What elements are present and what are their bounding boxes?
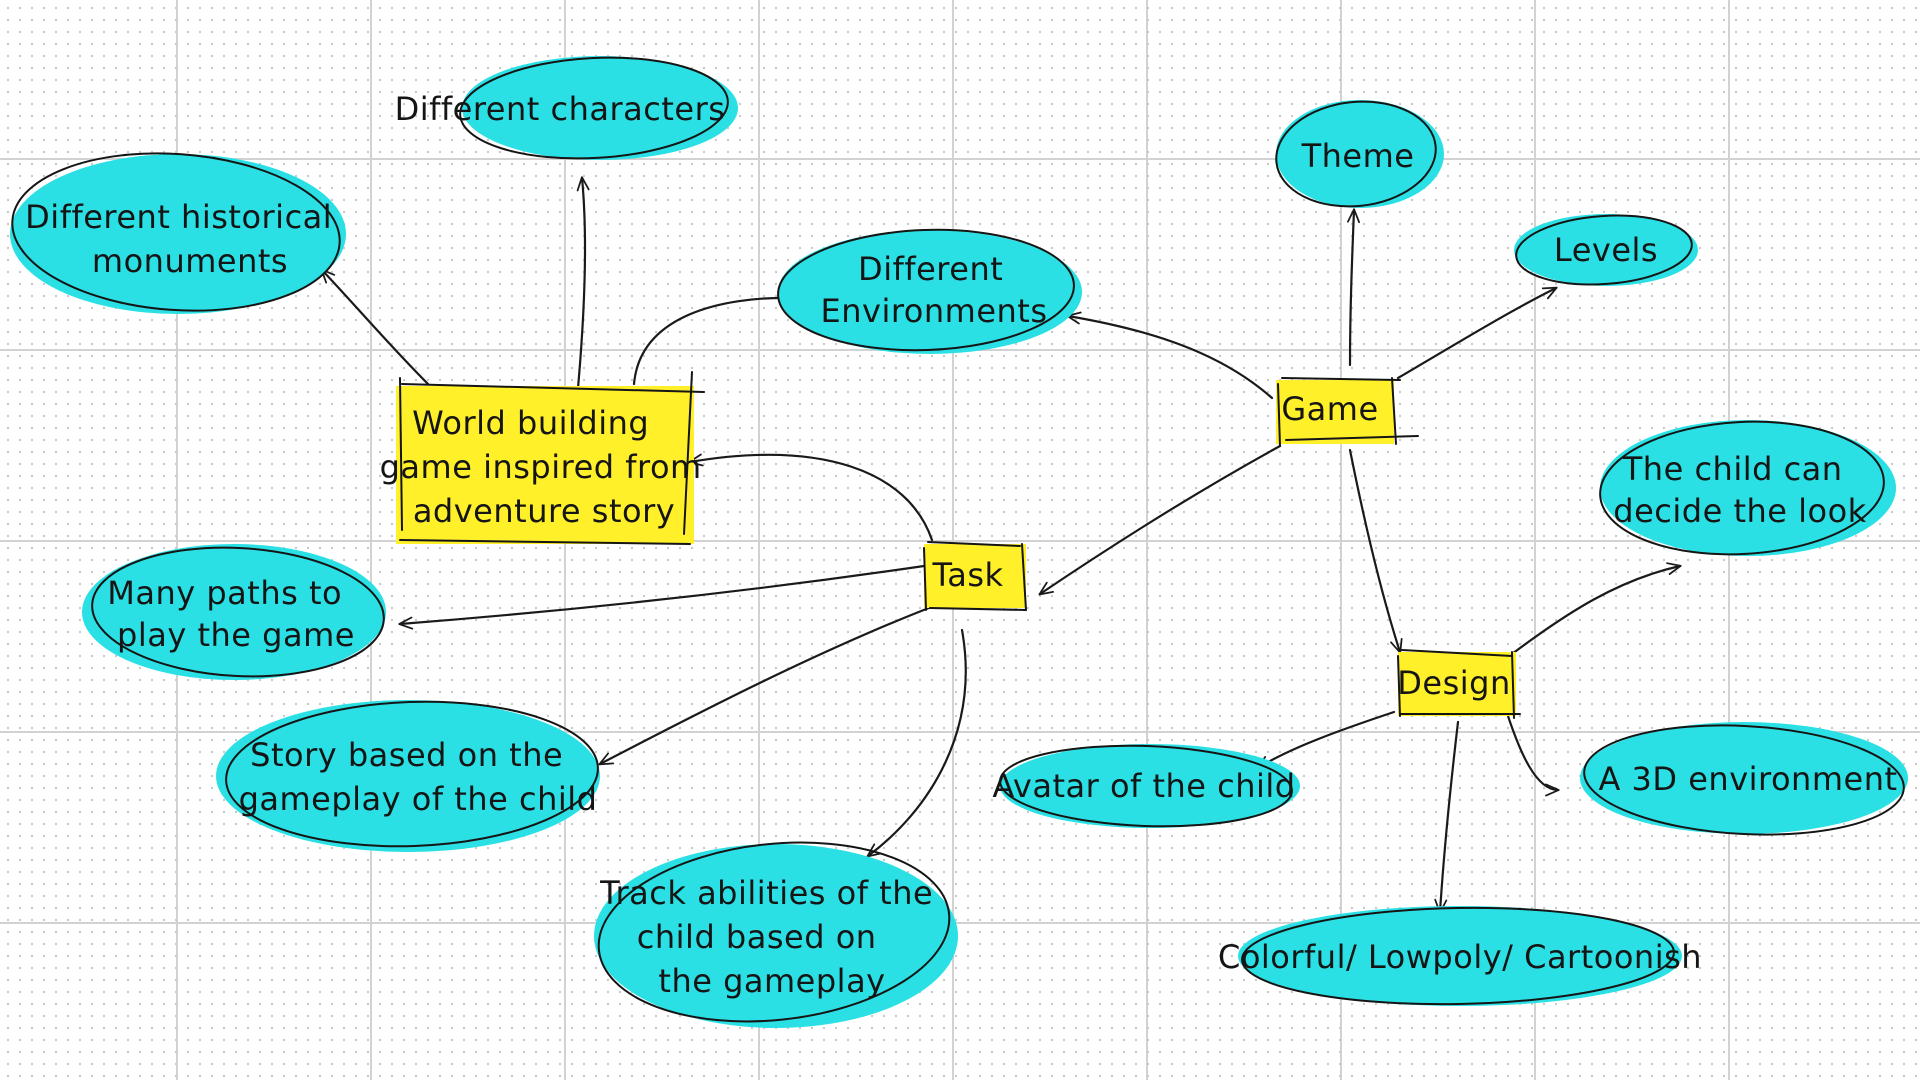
bubble-label: Theme xyxy=(1301,137,1415,175)
bubble-label: Different Environments xyxy=(821,250,1048,330)
bubble-label: Levels xyxy=(1554,231,1658,269)
hub-game-note: Game xyxy=(1276,377,1419,447)
bubble-story-based: Story based on the gameplay of the child xyxy=(216,700,600,852)
edge-task-to-story xyxy=(598,604,936,766)
bubble-different-characters: Different characters xyxy=(395,56,738,160)
hub-design-note: Design xyxy=(1397,649,1521,719)
bubble-label: The child can decide the look xyxy=(1613,450,1866,530)
bubble-label: Many paths to play the game xyxy=(107,574,355,654)
edge-design-to-avatar xyxy=(1256,710,1396,770)
bubble-label: Track abilities of the child based on th… xyxy=(599,874,944,1000)
hub-game-label: Game xyxy=(1281,390,1378,428)
bubble-child-decide-look: The child can decide the look xyxy=(1599,420,1896,556)
connectors xyxy=(320,176,1682,914)
edge-game-to-task xyxy=(1038,444,1282,596)
hub-design-label: Design xyxy=(1397,664,1510,702)
edge-task-to-track xyxy=(866,628,967,858)
hub-task-note: Task xyxy=(923,541,1027,611)
bubble-colorful-lowpoly: Colorful/ Lowpoly/ Cartoonish xyxy=(1218,906,1702,1006)
bubble-label: Different historical monuments xyxy=(25,198,343,280)
bubble-many-paths: Many paths to play the game xyxy=(82,544,386,680)
edge-design-to-look xyxy=(1510,562,1682,656)
edge-center-to-monuments xyxy=(320,268,430,386)
bubble-levels: Levels xyxy=(1514,214,1698,286)
edge-game-to-environments xyxy=(1066,311,1274,400)
bubble-different-environments: Different Environments xyxy=(777,228,1082,354)
edge-center-to-characters xyxy=(576,176,590,390)
bubble-label: Colorful/ Lowpoly/ Cartoonish xyxy=(1218,938,1702,976)
bubble-track-abilities: Track abilities of the child based on th… xyxy=(594,841,958,1028)
edge-game-to-theme xyxy=(1347,208,1360,367)
edge-game-to-design xyxy=(1348,448,1403,654)
bubble-different-historical-monuments: Different historical monuments xyxy=(10,152,346,314)
hub-task-label: Task xyxy=(931,556,1003,594)
center-topic-note: World building game inspired from advent… xyxy=(380,371,713,545)
edge-game-to-levels xyxy=(1396,286,1558,380)
bubble-avatar: Avatar of the child xyxy=(992,744,1300,828)
bubble-3d-environment: A 3D environment xyxy=(1580,722,1908,836)
bubble-theme: Theme xyxy=(1275,100,1444,208)
edge-design-to-env3d xyxy=(1506,714,1560,797)
bubble-label: Different characters xyxy=(395,90,726,128)
edge-design-to-style xyxy=(1434,720,1460,914)
center-topic-label: World building game inspired from advent… xyxy=(380,404,713,530)
bubble-label: Avatar of the child xyxy=(992,767,1295,805)
bubble-label: A 3D environment xyxy=(1598,760,1897,798)
edge-center-to-environments xyxy=(632,291,798,386)
edge-task-to-paths xyxy=(398,564,926,630)
bubble-label: Story based on the gameplay of the child xyxy=(239,736,598,818)
edge-task-to-center xyxy=(688,453,934,542)
